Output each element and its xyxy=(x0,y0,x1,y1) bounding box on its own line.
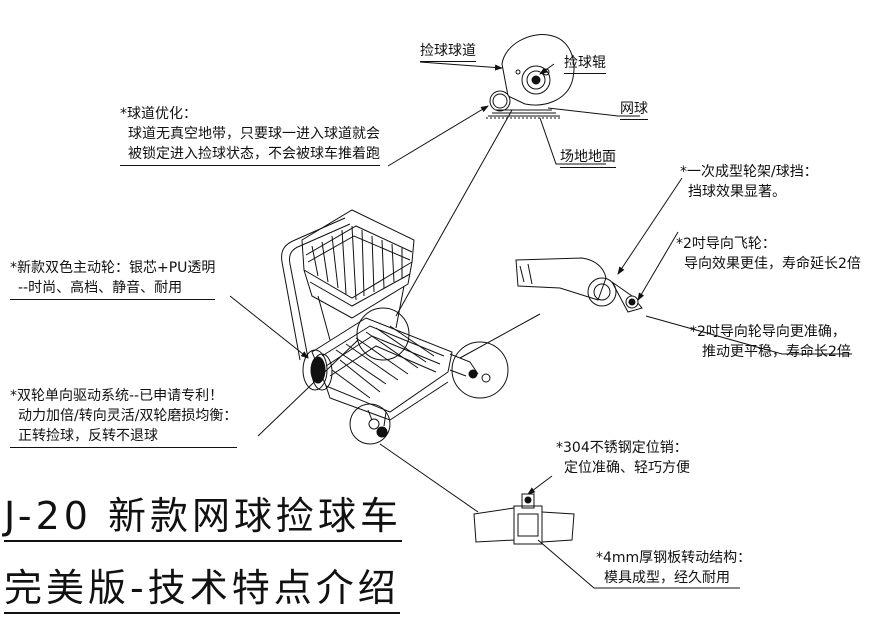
note-caster: *2吋导向飞轮： 导向效果更佳，寿命延长2倍 xyxy=(676,234,861,274)
note-steel-plate: *4mm厚钢板转动结构： 模具成型，经久耐用 xyxy=(596,548,751,588)
note-drive-system: *双轮单向驱动系统--已申请专利！ 动力加倍/转向灵活/双轮磨损均衡： 正转捡球… xyxy=(10,386,238,448)
label-tennis-ball: 网球 xyxy=(620,100,648,120)
note-channel: *球道优化： 球道无真空地带，只要球一进入球道就会 被锁定进入捡球状态，不会被球… xyxy=(120,104,380,166)
note-line: 动力加倍/转向灵活/双轮磨损均衡： xyxy=(18,408,238,424)
note-line: *2吋导向飞轮： xyxy=(676,236,776,252)
note-line: 定位准确、轻巧方便 xyxy=(564,460,690,476)
note-wheel-frame: *一次成型轮架/球挡： 挡球效果显著。 xyxy=(680,162,818,202)
note-line: 被锁定进入捡球状态，不会被球车推着跑 xyxy=(120,144,380,166)
note-line: 推动更平稳，寿命长2倍 xyxy=(702,344,851,360)
note-line: 正转捡球，反转不退球 xyxy=(10,426,238,448)
label-court-ground: 场地地面 xyxy=(560,148,616,168)
note-line: 球道无真空地带，只要球一进入球道就会 xyxy=(128,126,380,142)
note-line: 模具成型，经久耐用 xyxy=(604,570,730,586)
note-guide-wheel: *2吋导向轮导向更准确， 推动更平稳，寿命长2倍 xyxy=(690,322,851,362)
note-drive-wheel: *新款双色主动轮：银芯+PU透明 --时尚、高档、静音、耐用 xyxy=(10,258,216,300)
label-pickup-roller: 捡球辊 xyxy=(564,54,606,74)
note-line: 挡球效果显著。 xyxy=(688,184,786,200)
leader-lines xyxy=(229,61,852,589)
note-line: *双轮单向驱动系统--已申请专利！ xyxy=(10,388,224,404)
note-line: 导向效果更佳，寿命延长2倍 xyxy=(684,256,861,272)
note-line: *一次成型轮架/球挡： xyxy=(680,164,818,180)
note-line: *新款双色主动轮：银芯+PU透明 xyxy=(10,260,216,276)
cart-drawing xyxy=(281,209,491,438)
note-line: --时尚、高档、静音、耐用 xyxy=(10,278,216,300)
note-line: *球道优化： xyxy=(120,106,197,122)
page-title: J-20 新款网球捡球车 xyxy=(4,494,402,542)
note-line: *2吋导向轮导向更准确， xyxy=(690,324,846,340)
pin-detail xyxy=(473,493,575,545)
caster-detail xyxy=(515,257,643,313)
page-subtitle: 完美版-技术特点介绍 xyxy=(4,566,400,614)
detail-circles xyxy=(349,307,509,445)
label-ball-channel: 捡球球道 xyxy=(420,42,476,62)
roller-detail xyxy=(486,34,575,119)
note-line: *4mm厚钢板转动结构： xyxy=(596,550,752,566)
note-pin: *304不锈钢定位销： 定位准确、轻巧方便 xyxy=(556,438,690,478)
note-line: *304不锈钢定位销： xyxy=(556,440,688,456)
